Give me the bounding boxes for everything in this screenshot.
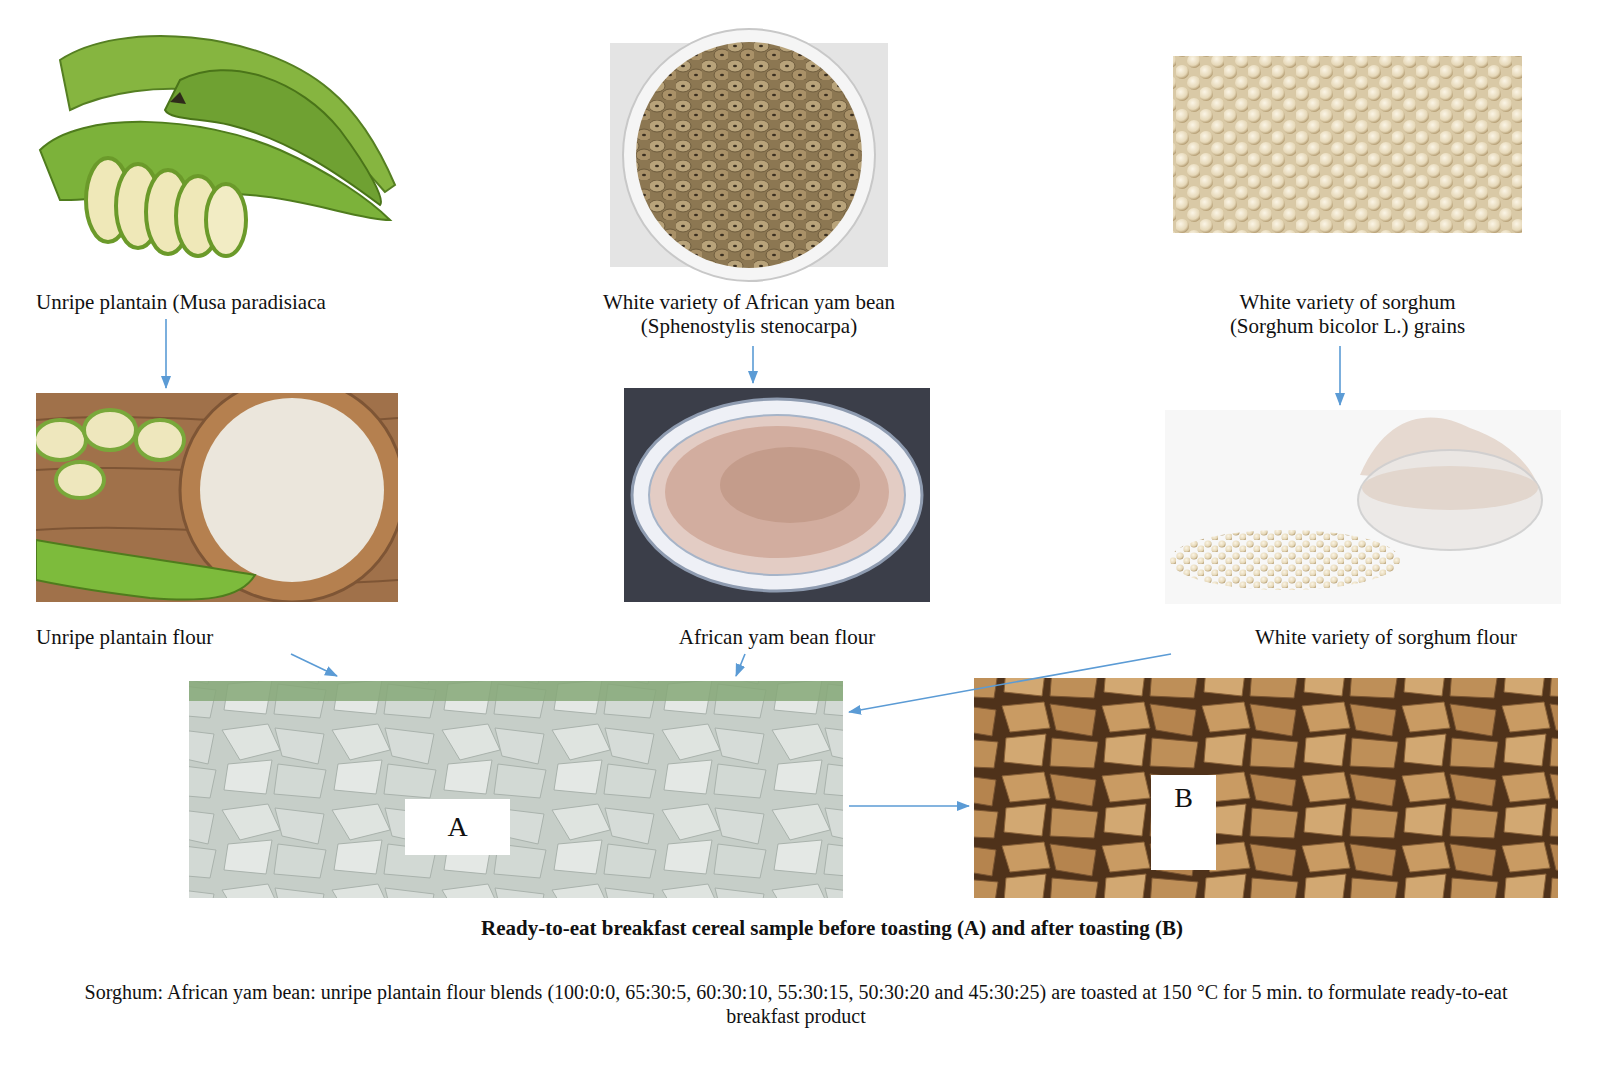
ingredient-photo: White variety of African yam bean (Sphen… (559, 43, 939, 338)
sorghum-photo (1173, 56, 1522, 233)
flow-arrow (736, 654, 745, 676)
yam-bean-flour-photo (624, 388, 930, 602)
photo-caption: White variety of African yam bean (Sphen… (559, 290, 939, 338)
cereal-before-toasting-photo (189, 681, 843, 898)
flow-arrow (849, 805, 969, 807)
plantain-photo (40, 36, 395, 256)
flour-photo: African yam bean flour (624, 388, 930, 649)
sorghum-flour-photo (1165, 410, 1561, 604)
flour-photo: Unripe plantain flour (36, 393, 398, 649)
photo-caption: White variety of sorghum (Sorghum bicolo… (1203, 290, 1493, 338)
flow-arrow (291, 654, 337, 676)
cereal-photo: A (189, 681, 843, 898)
flow-arrow (849, 654, 1171, 712)
flow-arrow (165, 319, 167, 388)
photo-caption: White variety of sorghum flour (1255, 625, 1586, 649)
sample-letter: B (1151, 775, 1216, 870)
figure-caption: Ready-to-eat breakfast cereal sample bef… (232, 916, 1432, 940)
photo-caption: African yam bean flour (624, 625, 930, 649)
cereal-photo: B (974, 678, 1558, 898)
plantain-flour-photo (36, 393, 398, 602)
ingredient-photo: White variety of sorghum (Sorghum bicolo… (1173, 56, 1522, 338)
flow-arrow (1339, 346, 1341, 405)
yam-bean-photo (610, 29, 888, 281)
cereal-after-toasting-photo (974, 678, 1558, 898)
photo-caption: Unripe plantain (Musa paradisiaca (36, 290, 398, 314)
flour-photo: White variety of sorghum flour (1165, 410, 1586, 649)
flow-arrow (752, 346, 754, 383)
ingredient-photo: Unripe plantain (Musa paradisiaca (36, 15, 398, 314)
photo-caption: Unripe plantain flour (36, 625, 398, 649)
sample-letter: A (405, 799, 510, 855)
method-note: Sorghum: African yam bean: unripe planta… (56, 980, 1536, 1028)
